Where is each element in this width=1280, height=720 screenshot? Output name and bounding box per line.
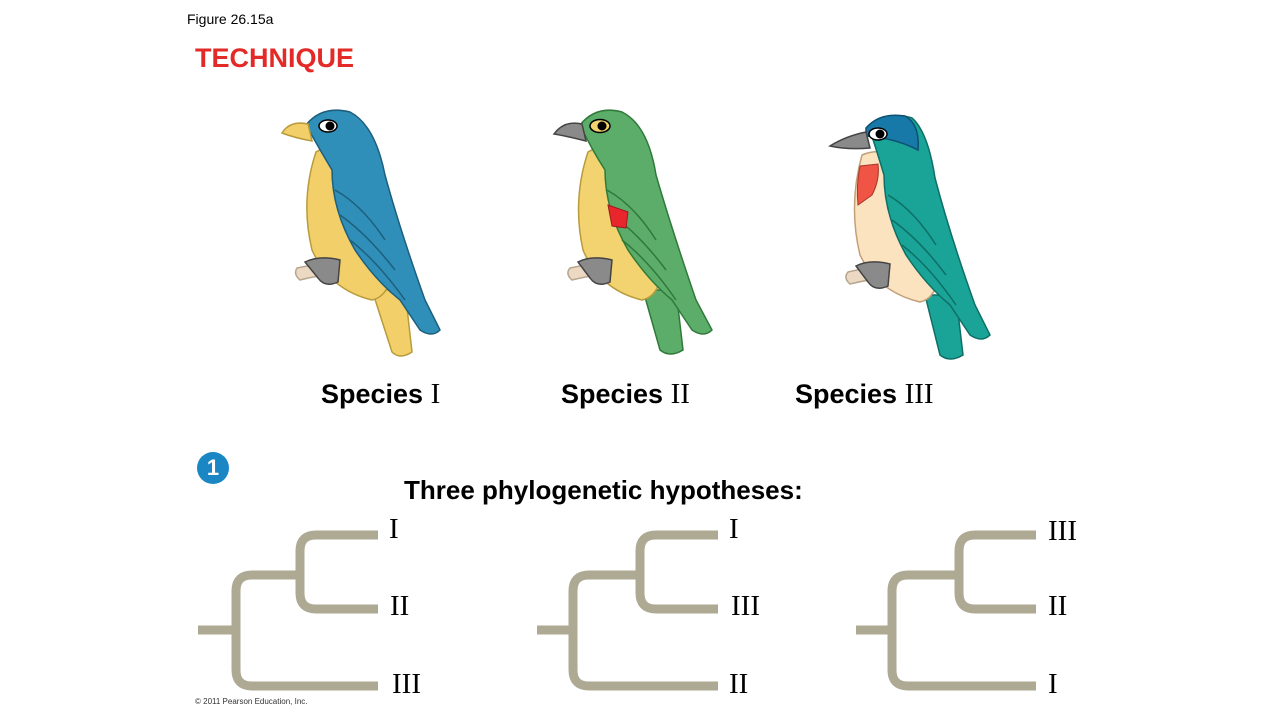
copyright-notice: © 2011 Pearson Education, Inc. <box>195 697 308 706</box>
species-label-3: Species III <box>795 378 934 410</box>
tree-1 <box>198 530 378 691</box>
tree-1-leaf-middle: II <box>390 590 410 622</box>
bird-species-1 <box>280 109 441 357</box>
tree-2-leaf-middle: III <box>731 590 760 622</box>
species-label-2: Species II <box>561 378 690 410</box>
bird-species-2 <box>552 109 713 355</box>
tree-2-leaf-bottom: II <box>729 668 749 700</box>
tree-1-leaf-bottom: III <box>392 668 421 700</box>
hypotheses-title: Three phylogenetic hypotheses: <box>404 475 803 505</box>
tree-3-leaf-middle: II <box>1048 590 1068 622</box>
technique-heading: TECHNIQUE <box>195 43 355 73</box>
figure-label: Figure 26.15a <box>187 11 274 27</box>
species-label-1: Species I <box>321 378 441 410</box>
tree-2 <box>537 530 718 691</box>
tree-1-leaf-top: I <box>389 513 399 545</box>
tree-3-leaf-top: III <box>1048 515 1077 547</box>
bird-species-3 <box>828 114 991 360</box>
step-number-badge: 1 <box>197 452 229 484</box>
tree-2-leaf-top: I <box>729 513 739 545</box>
tree-3-leaf-bottom: I <box>1048 668 1058 700</box>
tree-3 <box>856 530 1036 691</box>
